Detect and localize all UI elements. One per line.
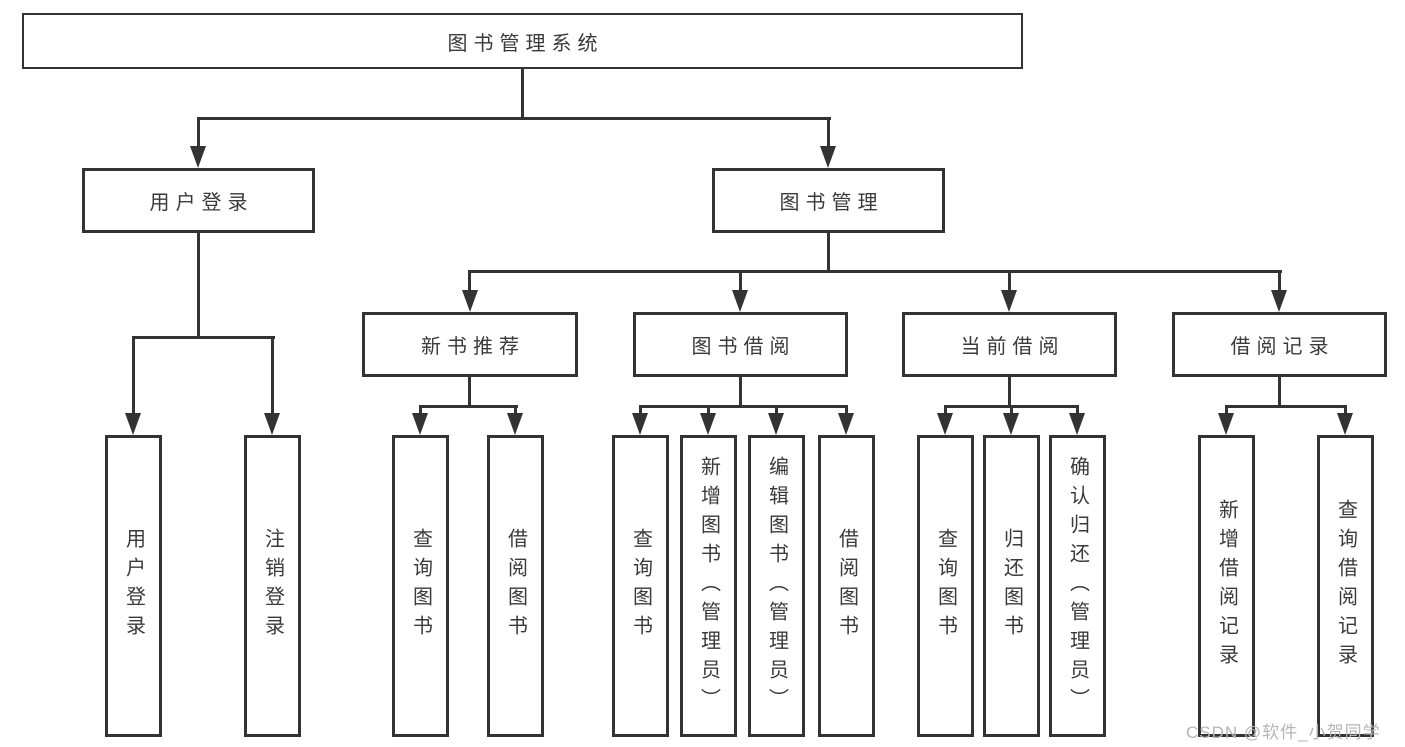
leaf-label: 确认归还（管理员） (1066, 455, 1089, 717)
leaf-query-books-recommend: 查询图书 (392, 435, 449, 737)
leaf-label: 归还图书 (1000, 528, 1023, 644)
connector-line (775, 405, 778, 413)
node-user-login: 用户登录 (82, 168, 315, 233)
connector-line (845, 405, 848, 413)
connector-line (1008, 377, 1011, 408)
connector-line (197, 117, 831, 120)
arrow-down-icon (125, 413, 141, 435)
arrow-down-icon (1001, 290, 1017, 312)
leaf-return-books: 归还图书 (983, 435, 1040, 737)
arrow-down-icon (412, 413, 428, 435)
csdn-watermark: CSDN @软件_小贺同学 (1186, 723, 1381, 742)
leaf-add-books-admin: 新增图书（管理员） (680, 435, 737, 737)
node-book-borrowing: 图书借阅 (633, 312, 848, 377)
connector-line (468, 270, 1282, 273)
node-library-management-system: 图书管理系统 (22, 13, 1023, 69)
arrow-down-icon (632, 413, 648, 435)
arrow-down-icon (937, 413, 953, 435)
connector-line (271, 336, 274, 413)
connector-line (1010, 405, 1013, 413)
arrow-down-icon (507, 413, 523, 435)
node-label: 新书推荐 (421, 336, 525, 358)
connector-line (739, 270, 742, 290)
node-borrowing-records: 借阅记录 (1172, 312, 1387, 377)
arrow-down-icon (462, 290, 478, 312)
node-label: 图书借阅 (691, 336, 796, 358)
connector-line (1076, 405, 1079, 413)
arrow-down-icon (1003, 413, 1019, 435)
leaf-label: 新增图书（管理员） (697, 455, 720, 717)
connector-line (521, 69, 524, 118)
leaf-query-books-current: 查询图书 (917, 435, 974, 737)
connector-line (419, 405, 518, 408)
connector-line (419, 405, 422, 413)
connector-line (197, 233, 200, 337)
connector-line (514, 405, 517, 413)
arrow-down-icon (732, 290, 748, 312)
arrow-down-icon (700, 413, 716, 435)
arrow-down-icon (190, 146, 206, 168)
connector-line (944, 405, 947, 413)
connector-line (1278, 270, 1281, 290)
connector-line (827, 233, 830, 272)
connector-line (132, 336, 275, 339)
node-label: 图书管理 (779, 192, 884, 214)
node-label: 用户登录 (149, 192, 254, 214)
connector-line (468, 377, 471, 408)
node-label: 当前借阅 (960, 336, 1065, 358)
connector-line (468, 270, 471, 290)
leaf-logout: 注销登录 (244, 435, 301, 737)
arrow-down-icon (1069, 413, 1085, 435)
connector-line (132, 336, 135, 413)
connector-line (1225, 405, 1228, 413)
leaf-edit-books-admin: 编辑图书（管理员） (748, 435, 805, 737)
arrow-down-icon (1271, 290, 1287, 312)
leaf-borrow-books: 借阅图书 (818, 435, 875, 737)
leaf-label: 用户登录 (122, 528, 145, 644)
leaf-label: 借阅图书 (504, 528, 527, 644)
leaf-borrow-books-recommend: 借阅图书 (487, 435, 544, 737)
leaf-label: 查询图书 (934, 528, 957, 644)
connector-line (827, 117, 830, 146)
node-label: 图书管理系统 (447, 32, 604, 55)
connector-line (739, 377, 742, 408)
arrow-down-icon (768, 413, 784, 435)
node-label: 借阅记录 (1230, 336, 1335, 358)
node-current-borrowing: 当前借阅 (902, 312, 1117, 377)
connector-line (1008, 270, 1011, 290)
leaf-label: 编辑图书（管理员） (765, 455, 788, 717)
arrow-down-icon (1218, 413, 1234, 435)
arrow-down-icon (838, 413, 854, 435)
node-book-management: 图书管理 (712, 168, 945, 233)
arrow-down-icon (820, 146, 836, 168)
connector-line (707, 405, 710, 413)
leaf-add-borrow-record: 新增借阅记录 (1198, 435, 1255, 737)
node-new-book-recommend: 新书推荐 (362, 312, 578, 377)
leaf-label: 查询借阅记录 (1334, 499, 1357, 673)
connector-line (1278, 377, 1281, 408)
leaf-label: 查询图书 (629, 528, 652, 644)
leaf-confirm-return-admin: 确认归还（管理员） (1049, 435, 1106, 737)
connector-line (1344, 405, 1347, 413)
connector-line (197, 117, 200, 146)
connector-line (639, 405, 848, 408)
arrow-down-icon (264, 413, 280, 435)
leaf-label: 注销登录 (261, 528, 284, 644)
leaf-label: 借阅图书 (835, 528, 858, 644)
leaf-label: 查询图书 (409, 528, 432, 644)
leaf-query-books-borrowing: 查询图书 (612, 435, 669, 737)
leaf-query-borrow-record: 查询借阅记录 (1317, 435, 1374, 737)
leaf-label: 新增借阅记录 (1215, 499, 1238, 673)
connector-line (1225, 405, 1347, 408)
connector-line (639, 405, 642, 413)
arrow-down-icon (1337, 413, 1353, 435)
leaf-user-login: 用户登录 (105, 435, 162, 737)
